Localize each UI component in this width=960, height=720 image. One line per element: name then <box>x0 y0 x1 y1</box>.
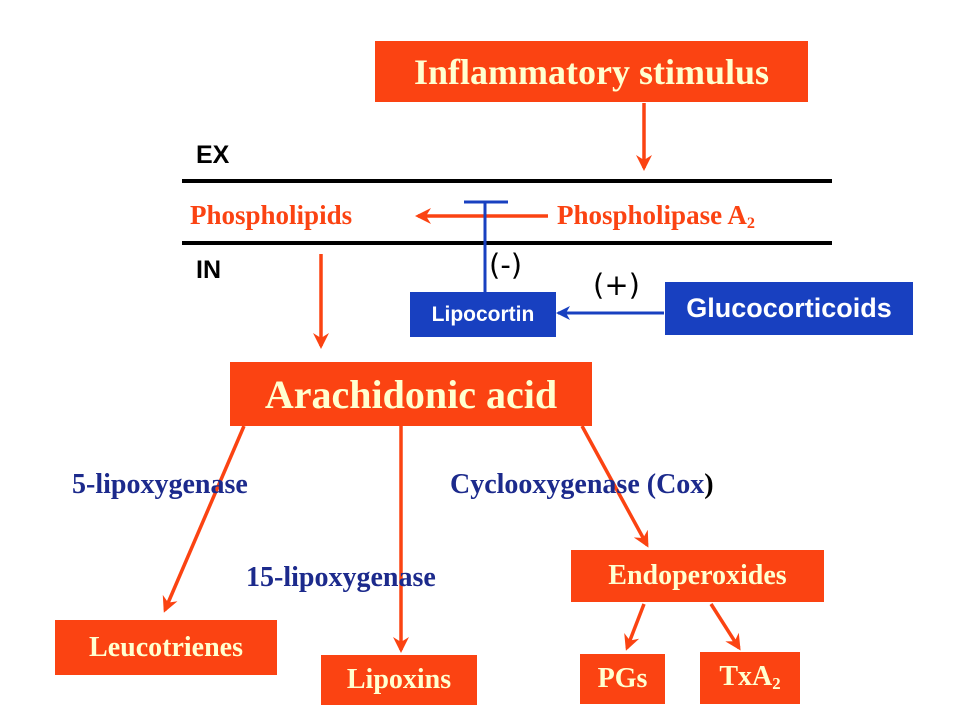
arachidonic-acid-label: Arachidonic acid <box>264 371 558 417</box>
phospholipids-label: Phospholipids <box>190 200 353 230</box>
glucocorticoids-box: Glucocorticoids <box>665 282 913 335</box>
phospholipase-text: Phospholipase A <box>557 200 747 230</box>
txa2-subscript: 2 <box>772 674 781 694</box>
lipoxygenase-15-label: 15-lipoxygenase <box>246 562 436 593</box>
cyclooxygenase-close-paren: ) <box>704 469 714 500</box>
pgs-label: PGs <box>597 663 648 694</box>
glucocorticoids-label: Glucocorticoids <box>686 293 892 323</box>
lipoxins-box: Lipoxins <box>321 655 477 705</box>
phospholipase-label: Phospholipase A2 <box>557 200 755 233</box>
inflammatory-stimulus-box: Inflammatory stimulus <box>375 41 808 102</box>
ex-label: EX <box>196 141 230 169</box>
txa2-box: TxA2 <box>700 652 800 704</box>
lipoxins-label: Lipoxins <box>346 664 452 695</box>
arrow-to-leucotrienes <box>162 425 246 613</box>
lipocortin-label: Lipocortin <box>431 302 535 326</box>
lipocortin-box: Lipocortin <box>410 292 556 337</box>
lipoxygenase-5-label: 5-lipoxygenase <box>72 469 248 500</box>
leucotrienes-label: Leucotrienes <box>89 631 243 663</box>
arrow-to-txa2 <box>709 603 741 651</box>
in-label: IN <box>196 256 221 284</box>
inflammatory-stimulus-label: Inflammatory stimulus <box>413 51 769 92</box>
activation-sign: (+) <box>593 268 640 302</box>
arachidonic-acid-box: Arachidonic acid <box>230 362 592 426</box>
arrow-to-endoperoxides <box>580 425 649 548</box>
cyclooxygenase-label: Cyclooxygenase (Cox) <box>450 469 714 501</box>
txa2-text: TxA <box>719 661 773 693</box>
inhibition-sign: (-) <box>489 248 523 282</box>
phospholipase-subscript: 2 <box>746 214 755 233</box>
arrow-to-pgs <box>624 603 646 651</box>
txa2-label: TxA2 <box>719 661 780 694</box>
endoperoxides-box: Endoperoxides <box>571 550 824 602</box>
endoperoxides-label: Endoperoxides <box>608 560 787 591</box>
leucotrienes-box: Leucotrienes <box>55 620 277 675</box>
cyclooxygenase-text: Cyclooxygenase (Cox <box>450 469 705 500</box>
pgs-box: PGs <box>580 654 665 704</box>
